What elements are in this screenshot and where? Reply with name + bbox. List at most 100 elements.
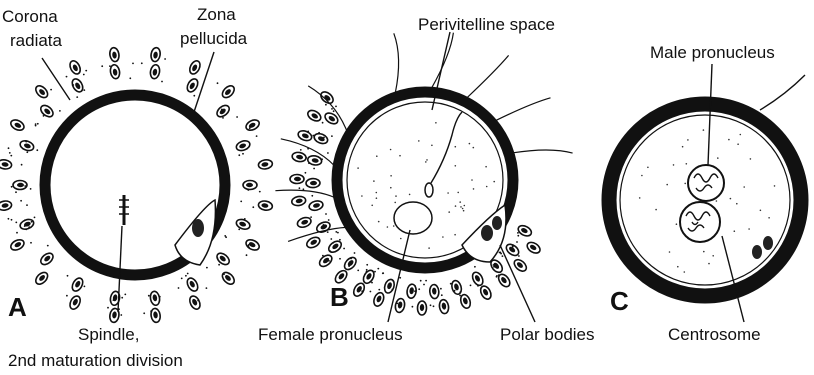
corona-cell: [39, 103, 56, 119]
granule: [423, 284, 425, 286]
granule: [493, 264, 495, 266]
corona-cell: [13, 181, 27, 190]
granule: [371, 205, 373, 207]
granule: [72, 84, 74, 86]
granule: [11, 219, 13, 221]
corona-cell: [149, 291, 160, 306]
granule: [517, 232, 519, 234]
granule: [25, 229, 27, 231]
granule: [736, 203, 738, 205]
corona-cell: [342, 255, 358, 271]
granule: [236, 116, 238, 118]
panel-a: Corona radiata Zona pellucida A Spindle,…: [0, 5, 273, 370]
corona-cell: [352, 281, 367, 298]
granule: [323, 137, 325, 139]
granule: [242, 153, 244, 155]
granule: [59, 110, 61, 112]
granule: [448, 211, 450, 213]
granule: [238, 229, 240, 231]
granule: [393, 281, 395, 283]
granule: [366, 264, 368, 266]
granule: [246, 254, 248, 256]
granule: [760, 210, 762, 212]
granule: [331, 135, 333, 137]
granule: [655, 209, 657, 211]
granule: [150, 310, 152, 312]
granule: [311, 195, 313, 197]
granule: [471, 179, 473, 181]
label-corona-radiata: radiata: [10, 31, 63, 50]
granule: [473, 147, 475, 149]
label-spindle: Spindle,: [78, 325, 139, 344]
granule: [159, 296, 161, 298]
granule: [328, 260, 330, 262]
granule: [376, 155, 378, 157]
corona-cell: [459, 293, 472, 309]
corona-cell: [305, 235, 322, 250]
granule: [682, 146, 684, 148]
granule: [259, 191, 261, 193]
granule: [248, 244, 250, 246]
corona-cell: [244, 238, 261, 252]
granule: [238, 154, 240, 156]
granule: [414, 290, 416, 292]
granule: [30, 188, 32, 190]
granule: [370, 291, 372, 293]
granule: [414, 285, 416, 287]
granule: [84, 286, 86, 288]
granule: [325, 104, 327, 106]
granule: [348, 265, 350, 267]
corona-cell: [215, 251, 232, 267]
granule: [716, 200, 718, 202]
corona-cell: [0, 200, 12, 211]
granule: [28, 226, 30, 228]
corona-cell: [34, 84, 50, 100]
granule: [500, 253, 502, 255]
sperm-tail: [495, 98, 550, 121]
granule: [357, 167, 359, 169]
granule: [703, 251, 705, 253]
granule: [390, 175, 392, 177]
granule: [737, 143, 739, 145]
sperm-tail: [467, 55, 509, 98]
granule: [25, 141, 27, 143]
granule: [418, 288, 420, 290]
corona-cell: [68, 294, 82, 311]
granule: [518, 255, 520, 257]
granule: [148, 295, 150, 297]
granule: [83, 89, 85, 91]
granule: [463, 210, 465, 212]
granule: [332, 242, 334, 244]
granule: [305, 172, 307, 174]
granule: [493, 266, 495, 268]
female-pronucleus: [394, 202, 432, 234]
granule: [337, 232, 339, 234]
sperm-tail: [513, 150, 573, 153]
granule: [185, 275, 187, 277]
corona-cell: [185, 77, 200, 94]
granule: [101, 65, 103, 67]
corona-cell: [394, 298, 406, 313]
corona-cell: [70, 276, 85, 293]
granule: [339, 239, 341, 241]
label-centrosome: Centrosome: [668, 325, 761, 344]
granule: [193, 95, 195, 97]
granule: [486, 186, 488, 188]
corona-cell: [149, 64, 160, 79]
granule: [717, 157, 719, 159]
granule: [228, 273, 230, 275]
granule: [132, 63, 134, 65]
granule: [11, 186, 13, 188]
corona-cell: [258, 200, 273, 211]
granule: [374, 271, 376, 273]
granule: [21, 164, 23, 166]
granule: [31, 221, 33, 223]
granule: [708, 263, 710, 265]
granule: [256, 135, 258, 137]
granule: [376, 192, 378, 194]
granule: [161, 81, 163, 83]
granule: [113, 299, 115, 301]
granule: [47, 245, 49, 247]
corona-cell: [306, 178, 320, 187]
granule: [442, 236, 444, 238]
